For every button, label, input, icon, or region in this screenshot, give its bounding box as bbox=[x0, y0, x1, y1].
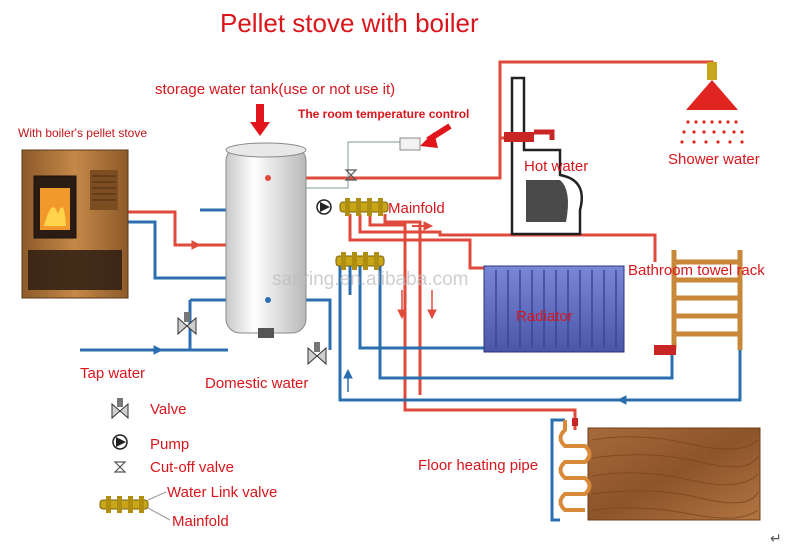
pump-icon bbox=[316, 199, 332, 215]
hot-water-fixture bbox=[504, 76, 583, 236]
pellet-stove bbox=[21, 149, 129, 299]
arrow-right-icon bbox=[420, 123, 452, 148]
legend-pump-icon bbox=[112, 434, 128, 450]
cutoff-valve-icon bbox=[344, 169, 358, 181]
manifold-icon bbox=[339, 198, 389, 216]
room-temp-control-label: The room temperature control bbox=[298, 107, 470, 121]
domestic-water-label: Domestic water bbox=[205, 375, 309, 392]
thermostat bbox=[399, 137, 421, 151]
legend-cutoff-valve-icon bbox=[113, 461, 127, 473]
arrow-down-icon bbox=[250, 104, 270, 136]
legend-mainfold-label: Mainfold bbox=[172, 513, 229, 530]
valve-icon bbox=[177, 312, 197, 336]
legend-manifold-icon bbox=[99, 496, 149, 513]
legend-link-valve-label: Water Link valve bbox=[167, 484, 278, 501]
page-title: Pellet stove with boiler bbox=[220, 8, 479, 38]
flow-arrows-cold bbox=[140, 345, 640, 405]
legend-valve-label: Valve bbox=[150, 401, 187, 418]
faucet-icon bbox=[504, 132, 534, 142]
towel-rack-label: Bathroom towel rack bbox=[628, 262, 765, 279]
legend-valve-icon bbox=[111, 398, 129, 420]
storage-tank-label: storage water tank(use or not use it) bbox=[155, 81, 396, 98]
radiator-label: Radiator bbox=[516, 308, 573, 325]
legend-leader-lines bbox=[147, 491, 171, 521]
mainfold-label: Mainfold bbox=[388, 200, 445, 217]
towel-rack bbox=[671, 250, 743, 350]
hot-water-label: Hot water bbox=[524, 158, 589, 175]
flow-arrows bbox=[178, 221, 437, 320]
radiator bbox=[483, 265, 625, 353]
control-wire bbox=[268, 141, 400, 189]
domestic-valve bbox=[307, 342, 327, 366]
legend-cutoff-label: Cut-off valve bbox=[150, 459, 234, 476]
legend-pump-label: Pump bbox=[150, 436, 190, 453]
tap-water-label: Tap water bbox=[80, 365, 146, 382]
watermark: sanring.en.alibaba.com bbox=[272, 269, 469, 290]
towel-rack-valve bbox=[654, 345, 676, 355]
storage-tank bbox=[225, 142, 307, 338]
shower-head-icon bbox=[680, 62, 744, 144]
floor-heating bbox=[558, 418, 761, 521]
floor-heating-label: Floor heating pipe bbox=[418, 457, 539, 474]
stove-label: With boiler's pellet stove bbox=[18, 126, 148, 140]
manifold-lower bbox=[335, 252, 385, 270]
shower-water-label: Shower water bbox=[668, 151, 760, 168]
return-icon: ↵ bbox=[770, 530, 782, 546]
